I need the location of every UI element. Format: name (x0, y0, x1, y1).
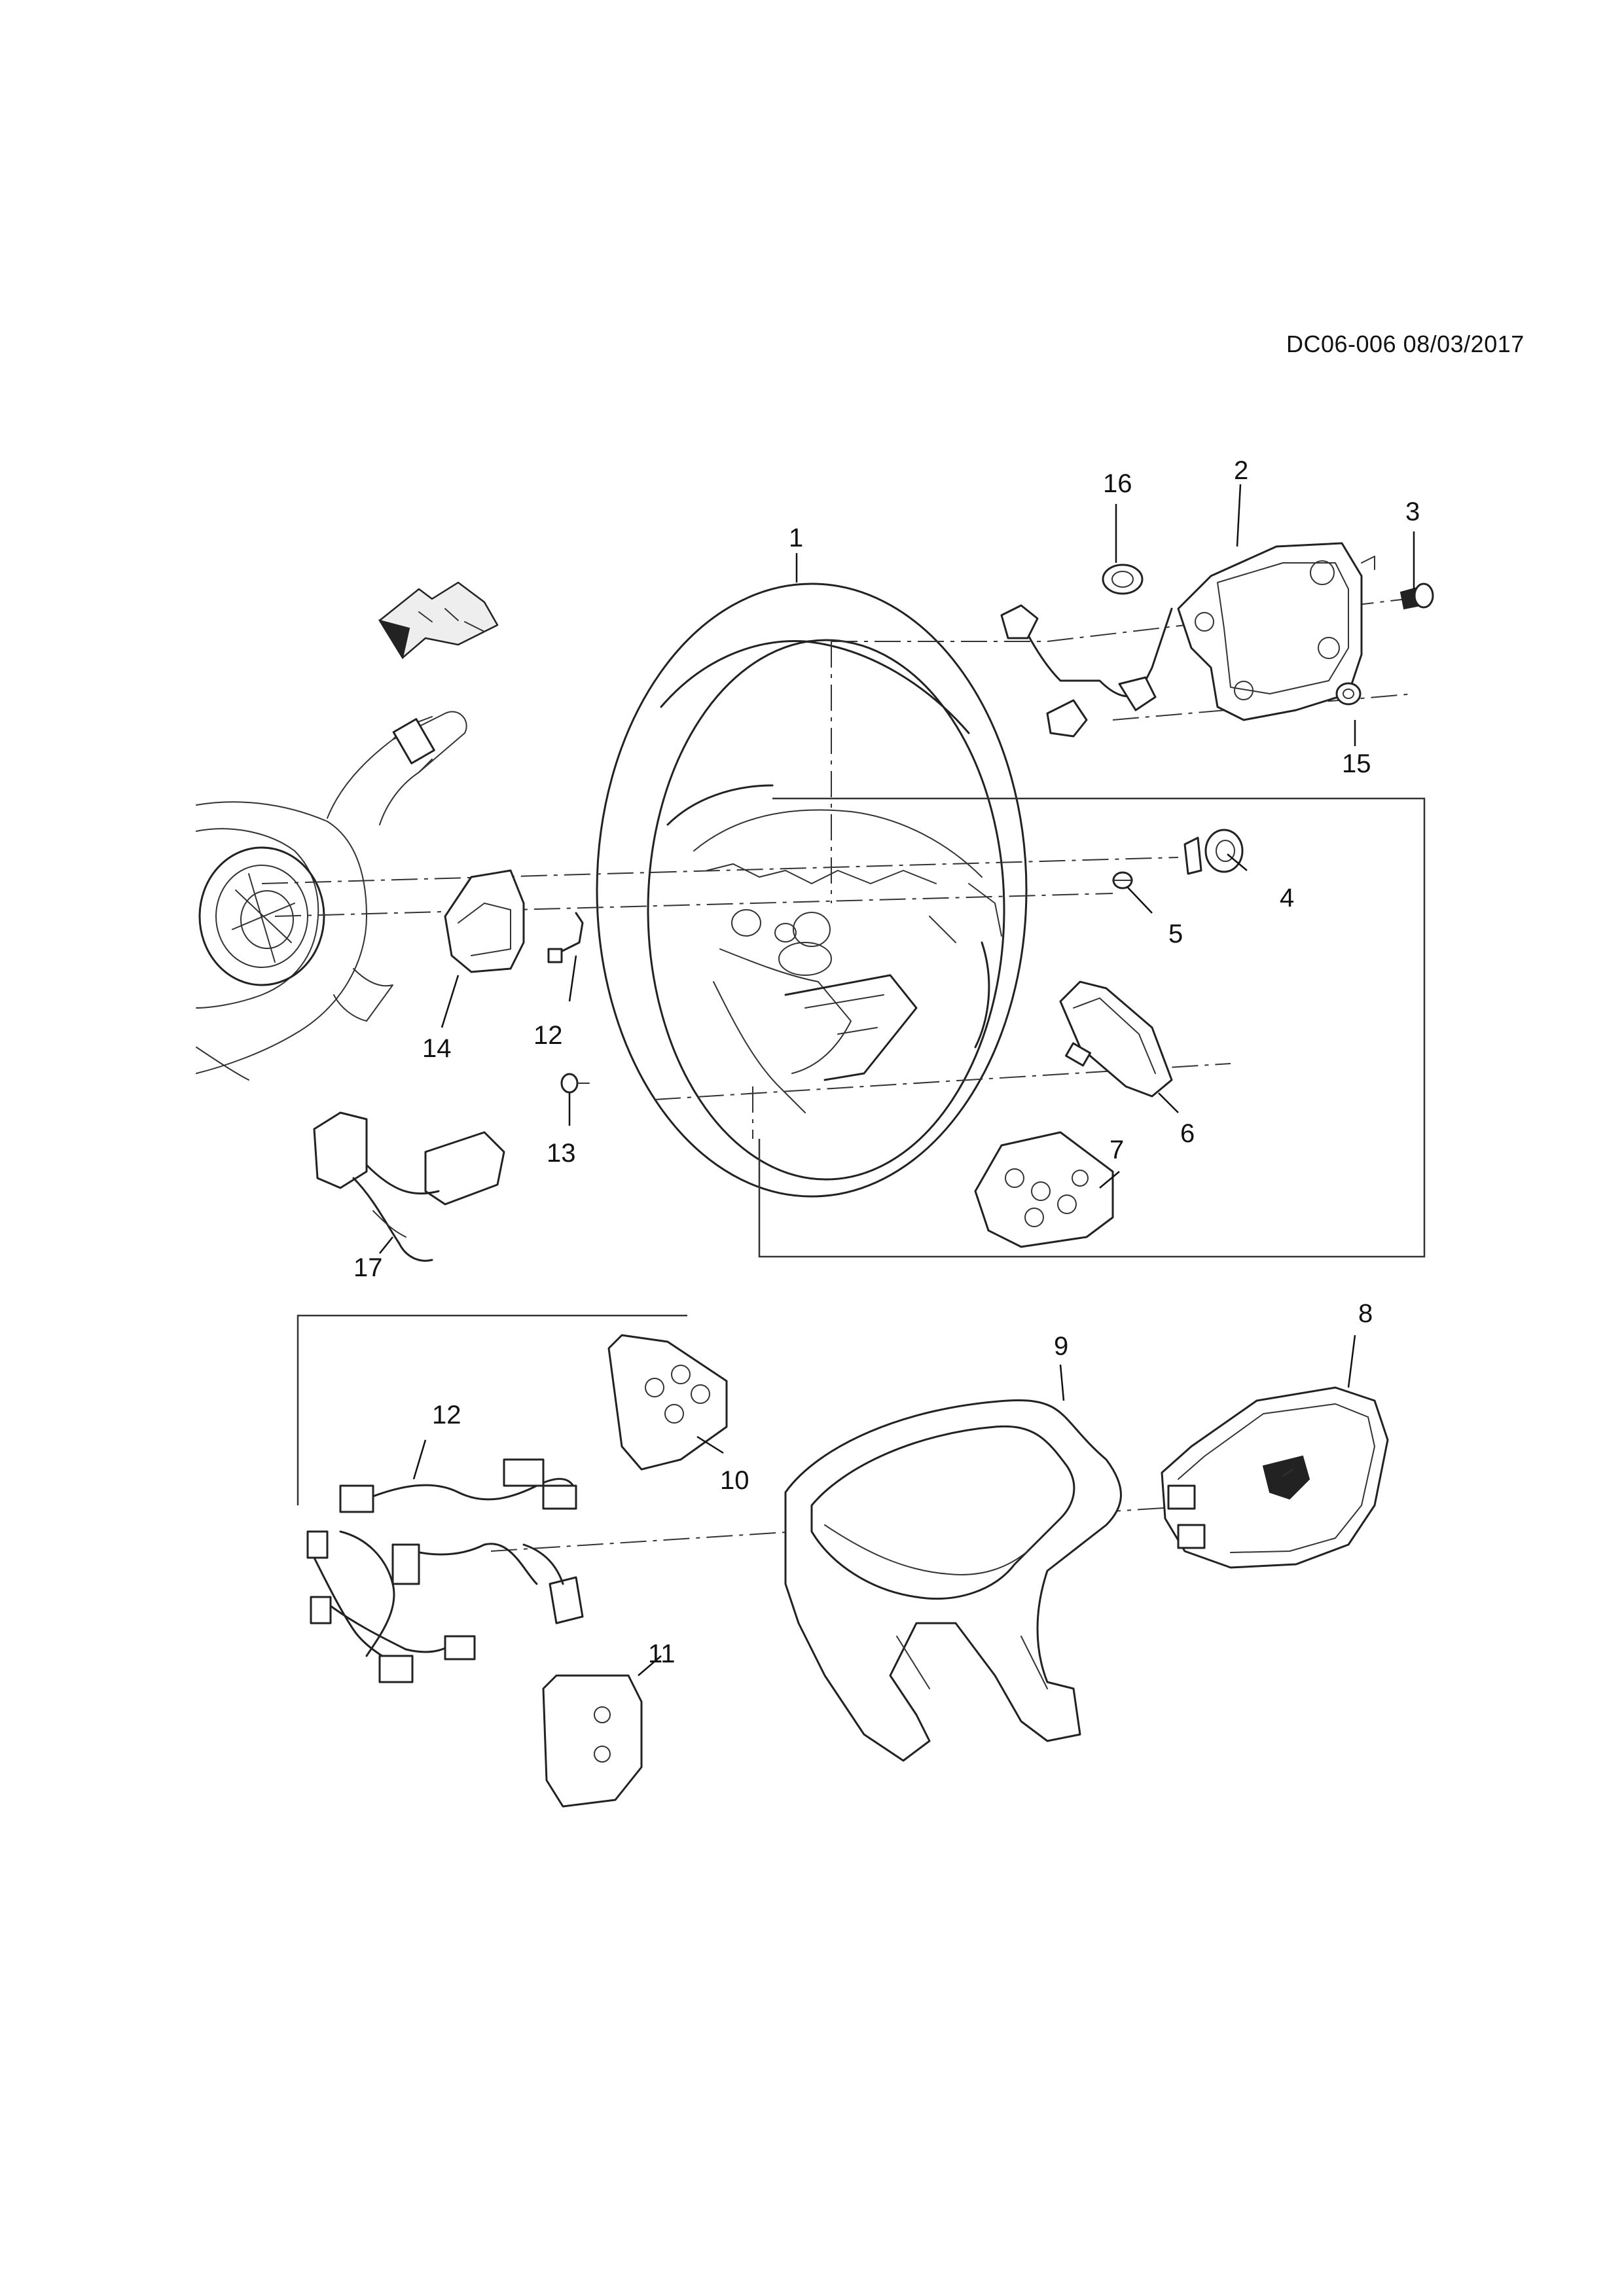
harness-part-17 (313, 1111, 505, 1262)
callout-3: 3 (1405, 497, 1420, 526)
screw-part-3 (1399, 583, 1434, 610)
steering-wheel-bezel-icon (784, 1399, 1122, 1762)
screw-part-5 (1112, 871, 1133, 889)
bolt-part-4 (1183, 829, 1244, 875)
sub-assembly-frames (297, 797, 1426, 1505)
callout-12-lower: 12 (432, 1401, 461, 1429)
switch-part-10 (607, 1334, 728, 1471)
callout-leaders (379, 484, 1415, 1676)
callout-12-upper: 12 (533, 1021, 563, 1050)
callout-8: 8 (1358, 1299, 1373, 1328)
callout-14: 14 (422, 1034, 452, 1063)
switch-part-6 (1059, 980, 1173, 1098)
document-code: DC06-006 08/03/2017 (1286, 331, 1525, 357)
callout-9: 9 (1054, 1332, 1068, 1361)
steering-wheel-icon (596, 583, 1028, 1198)
callout-7: 7 (1110, 1136, 1124, 1164)
harness-part-16 (1000, 564, 1173, 738)
airbag-module-icon (1161, 1386, 1389, 1569)
screw-part-13 (560, 1073, 590, 1094)
callout-6: 6 (1180, 1119, 1195, 1148)
nut-part-15 (1335, 682, 1362, 706)
callout-11: 11 (648, 1640, 676, 1668)
clip-part-12-upper (547, 912, 584, 963)
switch-part-11 (522, 1543, 643, 1808)
cover-part-14 (444, 869, 525, 973)
callout-16: 16 (1103, 469, 1132, 498)
steering-column-icon (196, 711, 467, 1081)
callout-4: 4 (1280, 884, 1294, 912)
callout-15: 15 (1342, 749, 1371, 778)
callout-2: 2 (1234, 456, 1248, 485)
callout-10: 10 (720, 1466, 749, 1495)
front-arrow-icon (378, 581, 499, 660)
switch-part-7 (974, 1131, 1114, 1248)
callout-13: 13 (547, 1139, 576, 1168)
callout-1: 1 (789, 524, 803, 552)
harness-part-12-lower (306, 1458, 577, 1683)
callout-5: 5 (1168, 920, 1183, 948)
callout-17: 17 (353, 1253, 383, 1282)
